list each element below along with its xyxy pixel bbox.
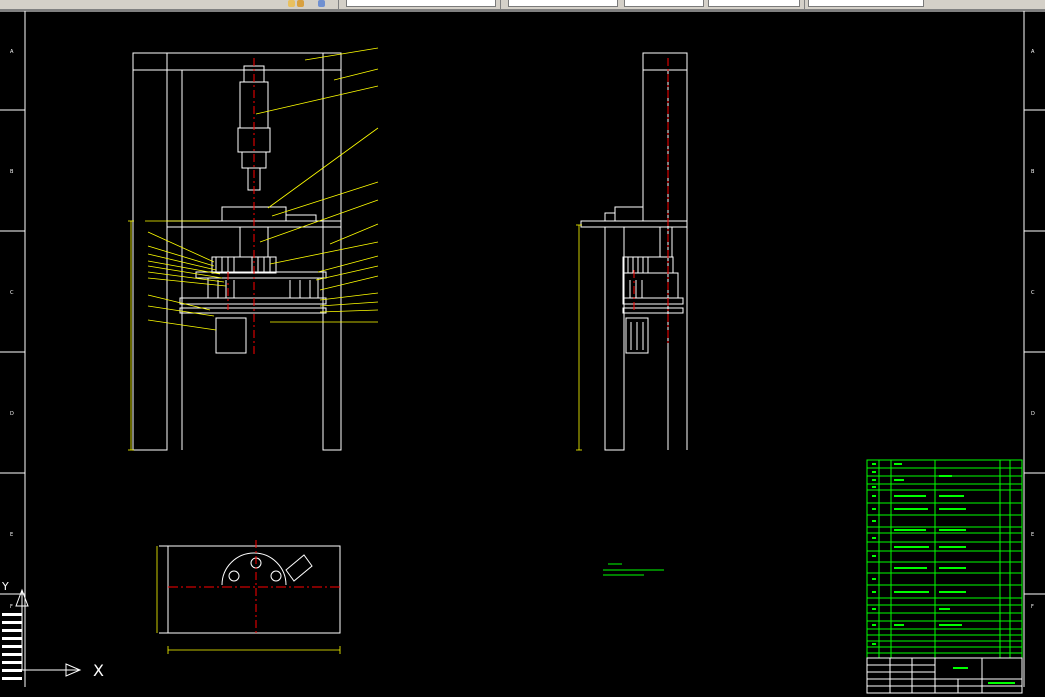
cylinder-body <box>239 81 269 129</box>
gear-housing <box>207 277 319 299</box>
row-marker-right: F <box>1031 604 1034 610</box>
side-dimension <box>576 224 582 451</box>
info-stamp <box>2 613 22 680</box>
row-marker-right: A <box>1031 49 1035 55</box>
front-view <box>132 52 342 451</box>
row-markers: A B C D E F A B C D E F <box>10 49 1035 610</box>
top-view-outline <box>167 545 341 634</box>
parts-list-entries <box>872 463 966 645</box>
lineweight-dropdown[interactable] <box>708 0 800 7</box>
layer-dropdown[interactable] <box>346 0 496 7</box>
front-left-leg <box>132 52 168 451</box>
front-centerline <box>227 58 255 355</box>
command-line[interactable] <box>28 689 328 697</box>
top-view-centerline <box>168 540 340 635</box>
ucs-icon <box>15 588 82 677</box>
side-gear-teeth <box>627 257 649 350</box>
row-marker-right: C <box>1031 290 1035 296</box>
row-marker-left: C <box>10 290 14 296</box>
plot-style-dropdown[interactable] <box>808 0 924 7</box>
turntable-arc <box>221 552 287 586</box>
technical-notes <box>603 563 664 576</box>
row-marker-left: E <box>10 532 13 538</box>
side-view <box>580 52 688 451</box>
side-left-leg <box>604 226 625 451</box>
front-leaders <box>145 47 379 331</box>
row-marker-left: B <box>10 169 14 175</box>
row-marker-left: D <box>10 411 14 417</box>
layer-state-icon[interactable] <box>297 0 304 7</box>
title-block-text <box>953 667 1015 684</box>
row-marker-right: E <box>1031 532 1034 538</box>
ucs-x-label: X <box>93 661 104 680</box>
side-centerline <box>633 58 669 345</box>
top-view-dimension <box>156 546 341 654</box>
open-file-icon[interactable] <box>288 0 295 7</box>
row-marker-left: F <box>10 604 13 610</box>
row-marker-left: A <box>10 49 14 55</box>
linetype-dropdown[interactable] <box>624 0 704 7</box>
top-view <box>159 545 341 634</box>
title-block <box>866 657 1023 694</box>
toolbar-strip <box>0 0 1045 10</box>
arm-block <box>285 554 313 582</box>
row-marker-right: B <box>1031 169 1035 175</box>
base-plate <box>179 297 327 305</box>
side-top-beam <box>642 52 688 71</box>
ucs-y-label: Y <box>1 580 9 593</box>
drawing-canvas[interactable]: A B C D E F A B C D E F <box>0 10 1045 697</box>
motor <box>215 317 247 354</box>
side-work-table <box>580 220 688 228</box>
drawing-frame <box>0 10 1045 687</box>
color-dropdown[interactable] <box>508 0 618 7</box>
layer-manager-icon[interactable] <box>318 0 325 7</box>
parts-list-table <box>866 459 1023 659</box>
front-gear-teeth <box>215 257 311 298</box>
front-top-beam <box>132 52 342 71</box>
row-marker-right: D <box>1031 411 1035 417</box>
front-dimension <box>128 220 134 451</box>
side-motor <box>625 317 649 354</box>
